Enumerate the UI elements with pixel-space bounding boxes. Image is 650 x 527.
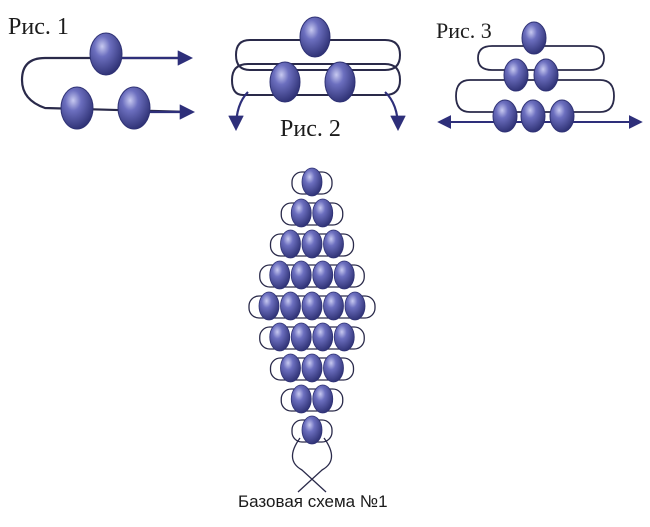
figure-1 [20,32,196,130]
bead-icon [301,353,323,383]
scheme-caption: Базовая схема №1 [238,492,388,511]
figure-3-label: Рис. 3 [436,18,492,43]
bead-icon [301,229,323,259]
thread-path [455,79,615,113]
bead-icon [60,86,94,130]
bead-icon [503,58,529,92]
figure-1-label: Рис. 1 [8,14,69,40]
bead-icon [290,260,312,290]
thread-loop [259,326,365,350]
bead-icon [333,260,355,290]
bead-icon [312,322,334,352]
base-scheme [248,167,376,493]
bead-icon [280,353,301,383]
thread-loop [259,264,365,288]
bead-icon [323,353,344,383]
bead-icon [312,260,334,290]
bead-icon [323,291,344,321]
thread-loop [280,388,344,412]
bead-icon [269,322,291,352]
bead-icon [290,384,312,414]
bead-icon [333,322,355,352]
bead-icon [117,86,151,130]
bead-icon [301,415,323,445]
bead-icon [492,99,518,133]
bead-icon [280,291,301,321]
bead-icon [312,198,334,228]
bead-icon [290,198,312,228]
arrow-down-icon [228,91,249,132]
bead-icon [324,61,356,103]
bead-icon [323,229,344,259]
bead-icon [301,291,323,321]
bead-icon [301,167,323,197]
thread-path [230,63,402,96]
thread-path [20,56,191,114]
figure-3 [437,21,643,133]
bead-icon [269,260,291,290]
bead-icon [520,99,546,133]
bead-icon [521,21,547,55]
bead-icon [269,61,301,103]
bead-icon [89,32,123,76]
figure-2-label: Рис. 2 [280,116,341,142]
thread-path [477,45,605,71]
bead-icon [258,291,280,321]
figure-2 [228,16,406,132]
bead-icon [549,99,575,133]
bead-icon [312,384,334,414]
bead-icon [344,291,366,321]
thread-loop [280,202,344,226]
thread-path [234,39,402,71]
bead-icon [299,16,331,58]
bead-icon [290,322,312,352]
bead-icon [280,229,301,259]
arrow-down-icon [384,91,406,132]
thread-tail [291,437,333,493]
bead-icon [533,58,559,92]
